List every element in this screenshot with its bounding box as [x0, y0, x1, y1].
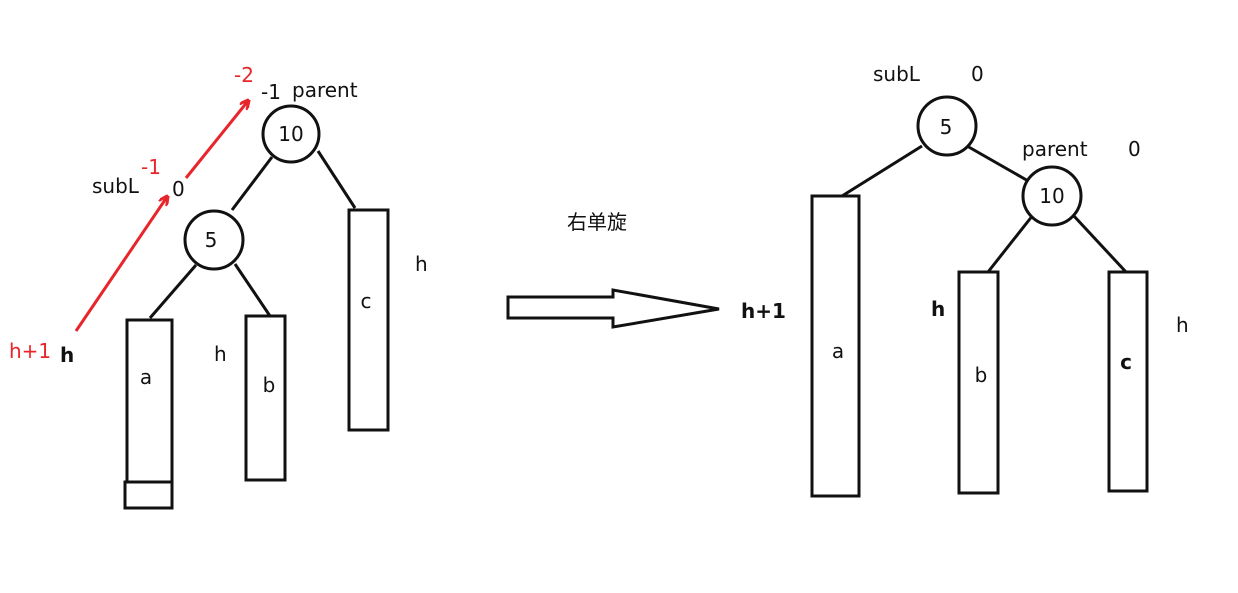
parent-node-value: 10: [278, 122, 303, 146]
height-a-after: h+1: [741, 299, 786, 323]
height-b: h: [214, 342, 227, 366]
parent-bf-new: -2: [234, 63, 254, 87]
subtree-a-extra-level: [123, 480, 174, 510]
subL-node-circle-after: [916, 95, 978, 157]
parent-node-circle: [261, 104, 321, 164]
edge-subL-to-a: [148, 264, 198, 319]
subtree-b-box: [244, 314, 287, 482]
subtree-a-box: [125, 318, 174, 484]
subL-node-circle: [183, 209, 245, 271]
subtree-a-label: a: [140, 365, 152, 389]
edge-parent-to-c: [316, 150, 357, 209]
operation-label: 右单旋: [567, 210, 627, 234]
parent-bf-after: 0: [1128, 137, 1141, 161]
subL-node-value-after: 5: [940, 115, 953, 139]
subL-node-value: 5: [205, 228, 218, 252]
subL-bf-new: -1: [141, 155, 161, 179]
edge-subL-to-a-after: [841, 144, 923, 198]
subtree-a-box-after: [810, 194, 861, 498]
height-a: h: [60, 343, 74, 367]
subL-label-after: subL: [873, 62, 921, 86]
parent-node-circle-after: [1021, 165, 1083, 227]
edge-parent-to-b-after: [986, 214, 1035, 273]
subtree-b-label: b: [263, 373, 276, 397]
subtree-b-box-after: [957, 270, 1000, 495]
before-tree: 10 5 a b c -2 -1 parent subL -1 0 h+1 h …: [9, 63, 428, 510]
subtree-c-label: c: [361, 289, 372, 313]
after-tree: 5 10 a b c subL 0 parent 0 h+1 h h: [741, 62, 1189, 498]
subtree-c-box: [347, 208, 390, 432]
red-arrow-to-subL: [74, 197, 167, 332]
subL-label: subL: [92, 174, 140, 198]
subL-bf-after: 0: [971, 62, 984, 86]
height-b-after: h: [931, 297, 945, 321]
edge-parent-to-subL: [230, 156, 274, 211]
subtree-c-label-after: c: [1120, 350, 1132, 374]
edge-subL-to-parent-after: [966, 144, 1031, 184]
edge-parent-to-c-after: [1071, 213, 1128, 274]
height-c-after: h: [1176, 313, 1189, 337]
parent-label: parent: [292, 78, 358, 102]
subtree-c-box-after: [1107, 270, 1149, 493]
parent-bf: -1: [261, 80, 281, 104]
parent-label-after: parent: [1022, 137, 1088, 161]
operation: 右单旋: [506, 210, 720, 329]
parent-node-value-after: 10: [1039, 184, 1064, 208]
height-a-new: h+1: [9, 339, 51, 363]
height-c: h: [415, 252, 428, 276]
edge-subL-to-b: [233, 263, 272, 317]
subtree-b-label-after: b: [975, 363, 988, 387]
subtree-a-label-after: a: [832, 339, 844, 363]
subL-bf: 0: [172, 177, 185, 201]
transform-arrow-icon: [506, 288, 720, 329]
red-arrow-to-parent: [184, 101, 248, 179]
